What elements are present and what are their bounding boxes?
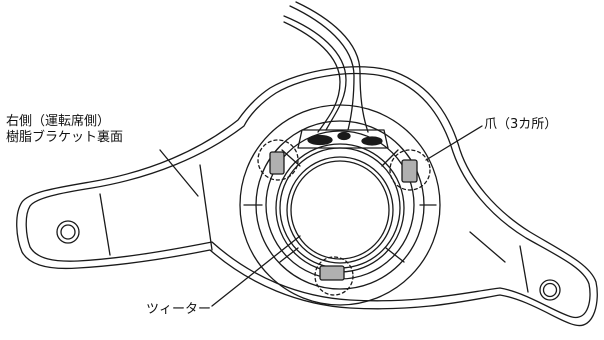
- mount-hole-left-inner: [60, 224, 76, 240]
- claw-right: [401, 159, 418, 183]
- leader-claw: [425, 125, 483, 161]
- radial-rib: [279, 247, 299, 263]
- claw-bottom: [319, 265, 345, 281]
- bracket-label: 右側（運転席側） 樹脂ブラケット裏面: [6, 114, 123, 146]
- connector-block: [297, 129, 389, 149]
- bracket-ring-3: [265, 130, 415, 280]
- wire: [283, 15, 347, 131]
- bracket-ring-2: [255, 120, 425, 290]
- bracket-label-line1: 右側（運転席側）: [6, 114, 111, 129]
- wire: [283, 21, 341, 133]
- wire: [295, 1, 369, 133]
- claw-callout-right: [389, 149, 431, 191]
- tweeter-dome-rim: [286, 156, 394, 264]
- radial-rib: [381, 149, 399, 167]
- bracket-rib: [519, 245, 529, 293]
- tweeter-label: ツィーター: [146, 302, 212, 317]
- claw-callout-left: [257, 139, 299, 181]
- bracket-label-line2: 樹脂ブラケット裏面: [6, 130, 124, 145]
- mount-hole-left: [56, 220, 80, 244]
- claw-label: 爪（3カ所）: [484, 117, 558, 132]
- bracket-rib: [199, 164, 213, 251]
- connector-terminal: [337, 131, 351, 141]
- bracket-rib: [469, 231, 506, 263]
- radial-rib: [385, 247, 405, 263]
- wire: [289, 5, 355, 131]
- leader-bracket: [159, 149, 199, 197]
- leader-tweeter: [211, 235, 301, 307]
- connector-terminal: [307, 134, 333, 146]
- radial-rib: [281, 149, 301, 167]
- mount-hole-right-inner: [542, 282, 558, 298]
- bracket-outline: [16, 66, 598, 327]
- connector-terminal: [361, 136, 383, 146]
- claw-left: [269, 151, 285, 175]
- tweeter-dome: [290, 160, 390, 260]
- bracket-inner-rim: [25, 72, 591, 318]
- mount-hole-right: [539, 279, 561, 301]
- bracket-rib: [99, 193, 111, 256]
- claw-callout-bottom: [314, 256, 354, 296]
